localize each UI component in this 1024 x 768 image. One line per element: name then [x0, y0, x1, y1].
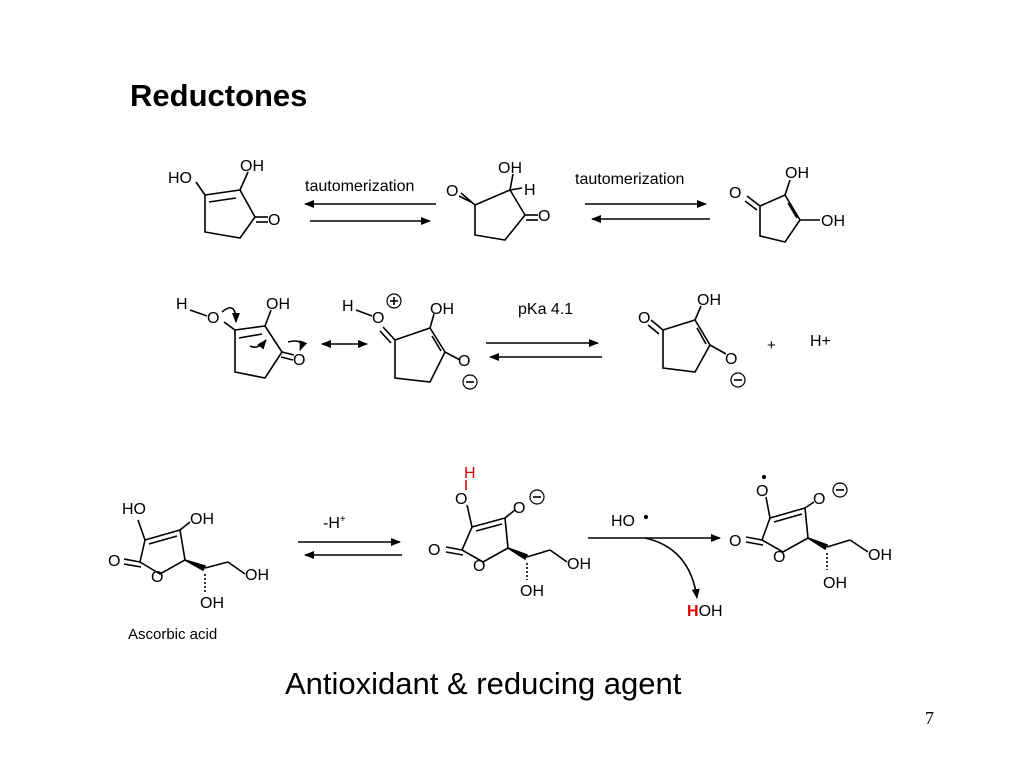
mol-a2-h-label: H: [176, 296, 188, 313]
scheme2-mol-a: H O OH O: [176, 296, 308, 379]
mol-c2-o-label: O: [638, 310, 650, 327]
scheme1-arrow-left-label: tautomerization: [305, 178, 414, 195]
ascorbic-ho-label: HO: [122, 501, 146, 518]
anion-o-ring-label: O: [473, 558, 485, 575]
mol-a-oh-label: OH: [240, 158, 264, 175]
plus-charge-icon: [386, 293, 402, 309]
mol-b2-o-label: O: [372, 310, 384, 327]
anion-oh-side-label: OH: [567, 556, 591, 573]
hydroxyl-radical-label: HO: [611, 513, 635, 530]
anion-o-carbonyl-label: O: [428, 542, 440, 559]
scheme1-arrow-right-label: tautomerization: [575, 171, 684, 188]
ascorbyl-radical-molecule: O O O O OH OH: [729, 474, 892, 592]
ascorbic-oh-bottom-label: OH: [200, 595, 224, 612]
anion-minus-charge-icon: [529, 489, 545, 505]
anion-o-top-label: O: [455, 491, 467, 508]
mol-c2-oh-label: OH: [697, 292, 721, 309]
ascorbic-o-ring-label: O: [151, 569, 163, 586]
radical-o-top-label: O: [756, 483, 768, 500]
mol-b-o-right-label: O: [538, 208, 550, 225]
mol-c-o-label: O: [729, 185, 741, 202]
scheme2-mol-b: H O OH O: [342, 293, 478, 390]
mol-c-oh-top-label: OH: [785, 165, 809, 182]
mol-a-o-label: O: [268, 212, 280, 229]
ascorbic-oh-top-label: OH: [190, 511, 214, 528]
mol-a-ho-label: HO: [168, 170, 192, 187]
scheme1-mol-b: OH H O O: [446, 160, 550, 241]
scheme1-mol-c: OH O OH: [729, 165, 845, 243]
electron-push-arrow: [221, 306, 240, 323]
pka-label: pKa 4.1: [518, 301, 573, 318]
plus-sign: +: [767, 337, 776, 354]
slide-subtitle: Antioxidant & reducing agent: [285, 666, 682, 701]
mol-a2-o-ring-label: O: [293, 352, 305, 369]
minus-charge-icon: [462, 374, 478, 390]
radical-oh-bottom-label: OH: [823, 575, 847, 592]
mol-b-o-left-label: O: [446, 183, 458, 200]
ascorbic-acid-name: Ascorbic acid: [128, 626, 217, 643]
ascorbate-anion-molecule: H O O O O OH OH: [428, 465, 591, 600]
water-label: HOH: [687, 603, 723, 620]
radical-o-carbonyl-label: O: [729, 533, 741, 550]
anion-h-red-label: H: [464, 465, 476, 482]
mol-a2-o-label: O: [207, 310, 219, 327]
mol-b-oh-label: OH: [498, 160, 522, 177]
radical-o-ring-label: O: [773, 549, 785, 566]
deprotonation-label: -H+: [323, 514, 346, 532]
anion-o-minus-label: O: [513, 500, 525, 517]
scheme2-mol-c: O OH O: [638, 292, 746, 388]
slide-title: Reductones: [130, 78, 308, 113]
radical-o-minus-label: O: [813, 491, 825, 508]
mol-b2-oh-label: OH: [430, 301, 454, 318]
radical-oh-side-label: OH: [868, 547, 892, 564]
ascorbic-acid-molecule: HO OH O O OH OH: [108, 501, 269, 612]
mol-c2-o-minus-label: O: [725, 351, 737, 368]
scheme1-mol-a: HO OH O: [168, 158, 280, 239]
proton-label: H+: [810, 333, 831, 350]
water-release-arrow: [644, 537, 700, 599]
mol-a2-oh-label: OH: [266, 296, 290, 313]
mol-c-oh-right-label: OH: [821, 213, 845, 230]
anion-oh-bottom-label: OH: [520, 583, 544, 600]
radical-minus-charge-icon: [832, 482, 848, 498]
ascorbic-oh-side-label: OH: [245, 567, 269, 584]
page-number: 7: [925, 708, 934, 728]
minus-charge-icon-2: [730, 372, 746, 388]
mol-b2-h-label: H: [342, 298, 354, 315]
ascorbic-o-carbonyl-label: O: [108, 553, 120, 570]
mol-b-h-label: H: [524, 182, 536, 199]
mol-b2-o-minus-label: O: [458, 353, 470, 370]
